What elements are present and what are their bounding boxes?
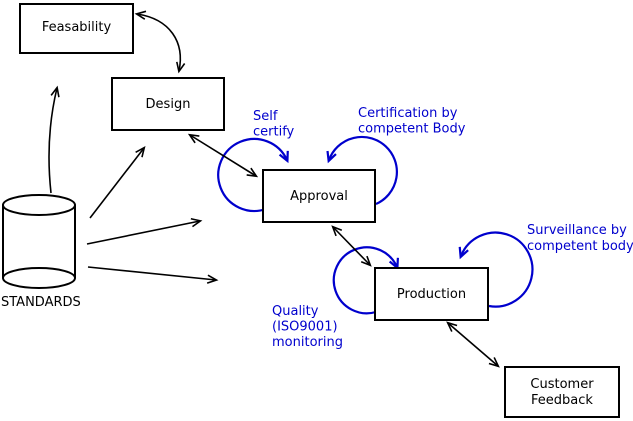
edge-standards-production xyxy=(87,266,219,284)
node-design-box xyxy=(111,77,225,131)
node-standards-cylinder xyxy=(2,194,76,289)
annotation-certification-line2: competent Body xyxy=(358,122,466,137)
node-standards-label: STANDARDS xyxy=(1,295,81,310)
edge-standards-approval xyxy=(86,217,203,245)
node-approval-box xyxy=(262,169,376,223)
edge-standards-feasability xyxy=(48,85,60,194)
annotation-quality-line2: (ISO9001) xyxy=(272,320,338,335)
self-loop-production-surveillance xyxy=(458,231,534,308)
edge-approval-production xyxy=(331,225,372,267)
edge-design-approval xyxy=(187,133,259,178)
annotation-self-certify-line2: certify xyxy=(253,125,295,140)
annotation-quality-line3: monitoring xyxy=(272,335,343,350)
node-feasability-box xyxy=(19,3,134,54)
edge-standards-design xyxy=(89,146,146,219)
annotation-surveillance-line1: Surveillance by xyxy=(527,223,627,238)
node-design-label: Design xyxy=(146,97,191,112)
node-feasability-label: Feasability xyxy=(42,20,112,35)
node-production-label: Production xyxy=(397,287,466,302)
node-production-box xyxy=(374,267,489,321)
annotation-surveillance-line2: competent body xyxy=(527,239,633,254)
edge-feasability-design xyxy=(134,10,186,74)
annotation-certification-line1: Certification by xyxy=(358,106,458,121)
node-approval-label: Approval xyxy=(290,189,348,204)
edge-production-customer-feedback xyxy=(446,321,500,368)
node-customer-feedback-label-line2: Feedback xyxy=(531,393,593,408)
node-customer-feedback-box xyxy=(504,366,620,418)
node-customer-feedback-label-line1: Customer xyxy=(530,377,594,392)
self-loop-approval-certification xyxy=(326,135,398,206)
annotation-self-certify-line1: Self xyxy=(253,109,278,124)
annotation-quality-line1: Quality xyxy=(272,304,319,319)
